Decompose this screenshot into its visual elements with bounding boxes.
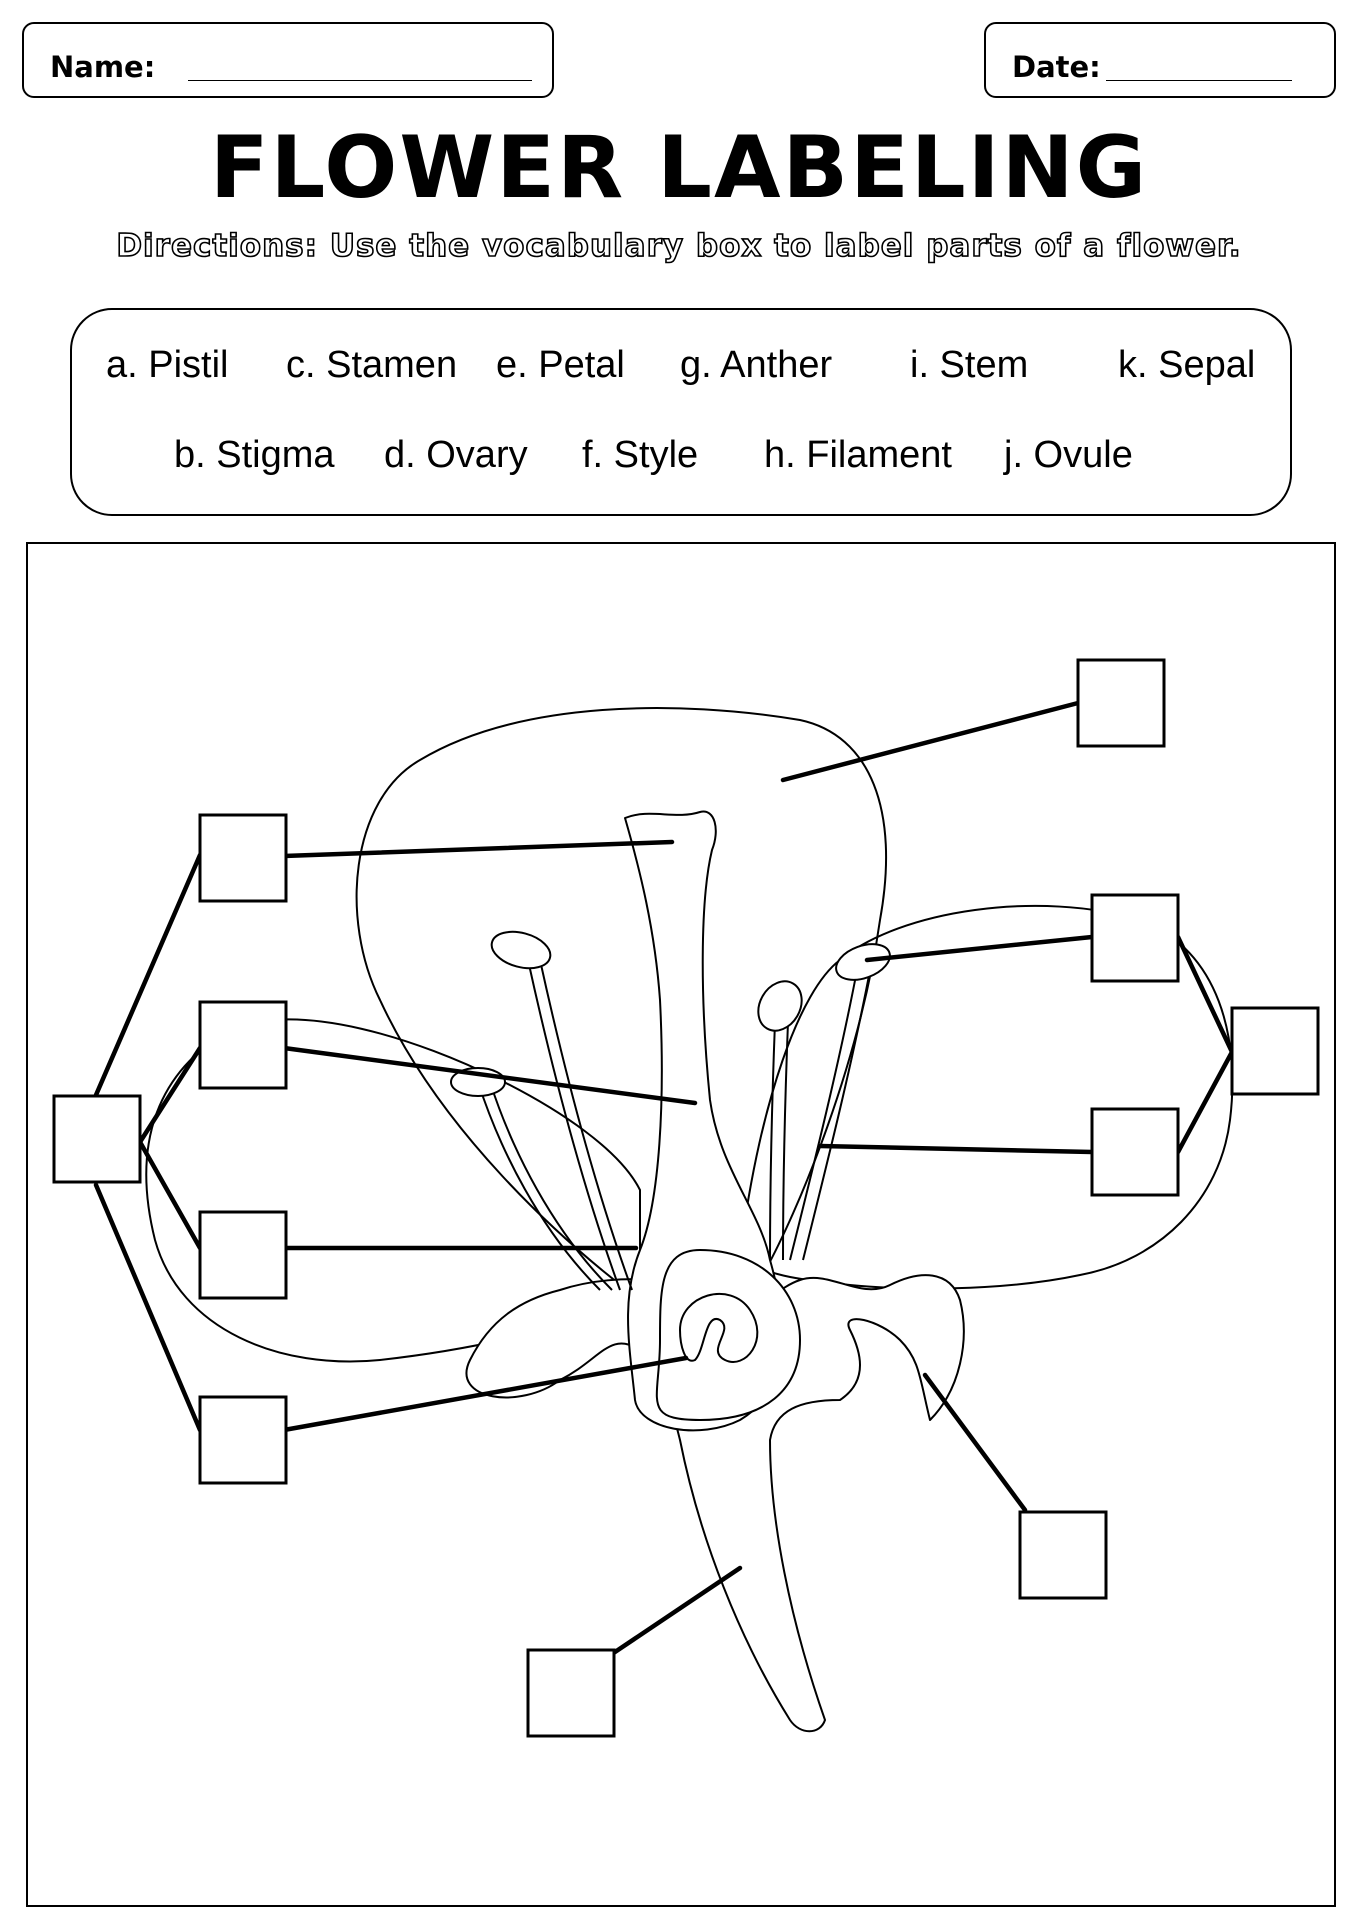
filament-outline	[527, 959, 633, 1291]
anther-outline	[835, 943, 891, 981]
answer-box[interactable]	[526, 1648, 616, 1738]
answer-box[interactable]	[1090, 1107, 1180, 1197]
leader-line	[864, 934, 1095, 963]
answer-box[interactable]	[1076, 658, 1166, 748]
answer-box[interactable]	[198, 813, 288, 903]
vocab-item: j. Ovule	[1004, 434, 1133, 476]
leader-line	[281, 839, 675, 859]
leader-line	[137, 1045, 203, 1145]
answer-box[interactable]	[1230, 1006, 1320, 1096]
answer-box[interactable]	[198, 1395, 288, 1485]
vocab-item: g. Anther	[680, 344, 833, 386]
answer-box[interactable]	[1018, 1510, 1108, 1600]
vocab-item: i. Stem	[910, 344, 1029, 386]
filament-outline	[769, 1021, 789, 1261]
ovary-outline	[655, 1249, 801, 1421]
receptacle-and-stem	[465, 1274, 965, 1733]
leader-line	[137, 1139, 203, 1251]
leader-line	[1175, 1049, 1235, 1155]
vocab-item: h. Filament	[764, 434, 952, 476]
diagram-frame	[26, 542, 1336, 1907]
name-label: Name:	[50, 50, 156, 84]
leader-line	[817, 1143, 1095, 1155]
directions-text: Directions: Use the vocabulary box to la…	[116, 227, 1242, 265]
name-field[interactable]: Name:	[22, 22, 554, 98]
date-label: Date:	[1012, 50, 1101, 84]
answer-box[interactable]	[1090, 893, 1180, 983]
answer-box[interactable]	[198, 1210, 288, 1300]
leader-line	[922, 1372, 1028, 1513]
name-line	[188, 80, 532, 81]
filament-outline	[789, 964, 872, 1261]
leader-line	[93, 1182, 203, 1433]
vocab-item: b. Stigma	[174, 434, 335, 476]
leader-line	[281, 1045, 698, 1106]
vocab-item: f. Style	[582, 434, 699, 476]
page-title: FLOWER LABELING	[209, 118, 1149, 218]
anther-outline	[757, 980, 803, 1032]
date-field[interactable]: Date:	[984, 22, 1336, 98]
leader-line	[281, 1355, 689, 1433]
filament-outline	[477, 1081, 613, 1291]
vocab-item: c. Stamen	[286, 344, 458, 386]
vocab-item: d. Ovary	[384, 434, 528, 476]
ovule-outline	[679, 1293, 759, 1363]
anther-outline	[490, 930, 552, 970]
vocab-item: e. Petal	[496, 344, 625, 386]
leader-line	[93, 852, 203, 1098]
date-line	[1106, 80, 1292, 81]
leader-line	[780, 700, 1081, 783]
vocabulary-box: a. Pistil c. Stamen e. Petal g. Anther i…	[70, 308, 1292, 516]
leader-line	[609, 1565, 743, 1657]
vocab-item: a. Pistil	[106, 344, 229, 386]
answer-box[interactable]	[52, 1094, 142, 1184]
vocab-item: k. Sepal	[1118, 344, 1256, 386]
answer-box[interactable]	[198, 1000, 288, 1090]
leader-line	[1175, 934, 1235, 1055]
